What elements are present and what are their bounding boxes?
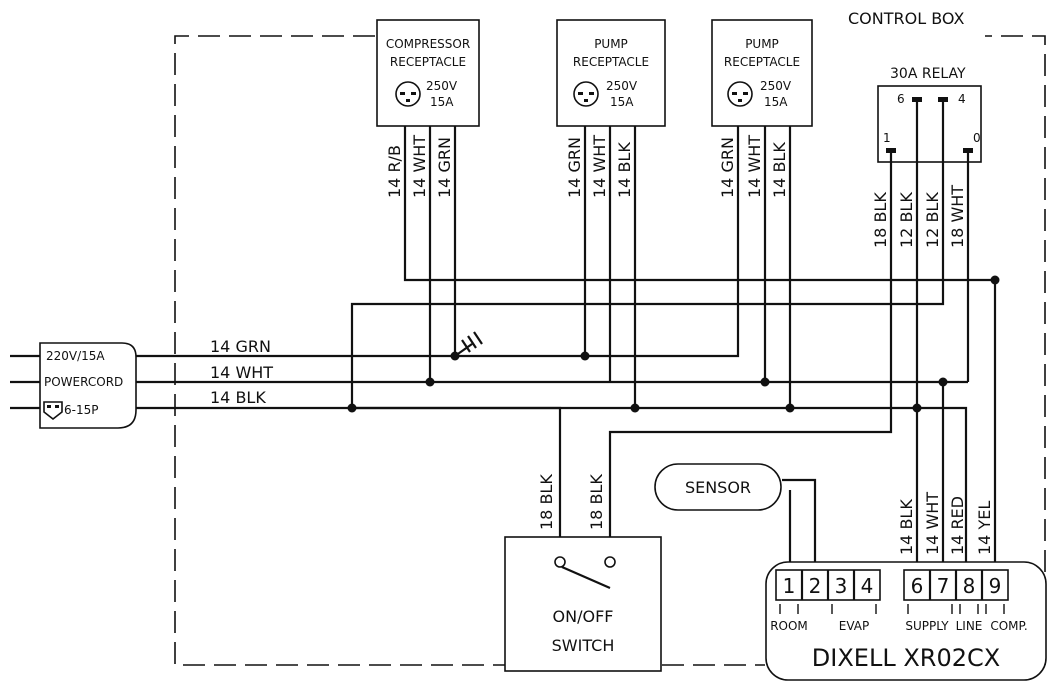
receptacle-label-line1: PUMP <box>594 37 628 51</box>
powercord-wire-grn: 14 GRN <box>210 337 271 356</box>
powercord-wire-blk: 14 BLK <box>210 388 266 407</box>
controller-terminal: 3 <box>835 574 848 598</box>
relay-contact-6 <box>912 97 922 102</box>
relay-terminal-1: 1 <box>883 131 891 145</box>
wire-label: 18 BLK <box>587 474 606 530</box>
controller-terminal-label: EVAP <box>839 619 869 633</box>
wire-label: 14 RED <box>948 496 967 555</box>
wire-label: 14 BLK <box>897 499 916 555</box>
control-box-outline <box>174 35 1046 666</box>
relay-contact-0 <box>963 148 973 153</box>
relay-terminal-6: 6 <box>897 92 905 106</box>
wire-label: 14 BLK <box>770 142 789 198</box>
outlet-icon <box>727 81 753 107</box>
wire-labels: 14 R/B 14 WHT 14 GRN 14 GRN 14 WHT 14 BL… <box>385 135 994 555</box>
wire-label: 14 GRN <box>565 137 584 198</box>
wire-label: 12 BLK <box>923 192 942 248</box>
controller-terminal: 2 <box>809 574 822 598</box>
wire-label: 14 WHT <box>923 492 942 555</box>
plug-icon <box>43 401 63 421</box>
controller-terminal: 6 <box>911 574 924 598</box>
controller-terminal: 9 <box>989 574 1002 598</box>
compressor-receptacle: COMPRESSOR RECEPTACLE 250V 15A <box>376 19 480 127</box>
controller-terminal-label: ROOM <box>770 619 808 633</box>
control-box-title: CONTROL BOX <box>848 9 964 28</box>
receptacle-amps: 15A <box>764 95 788 109</box>
controller-name: DIXELL XR02CX <box>812 644 1000 672</box>
switch-label-line1: ON/OFF <box>553 607 614 626</box>
pump-receptacle-2: PUMP RECEPTACLE 250V 15A <box>711 19 813 127</box>
receptacle-amps: 15A <box>610 95 634 109</box>
wire-label: 18 WHT <box>948 185 967 248</box>
powercord-name: POWERCORD <box>44 375 123 389</box>
junction-dots <box>347 275 1000 413</box>
receptacle-label-line2: RECEPTACLE <box>390 55 466 69</box>
controller-terminal-label: COMP. <box>990 619 1027 633</box>
relay-contact-1 <box>886 148 896 153</box>
relay-terminal-4: 4 <box>958 92 966 106</box>
switch-label-line2: SWITCH <box>552 636 615 655</box>
sensor: SENSOR <box>654 463 782 511</box>
controller-terminal-label: LINE <box>956 619 983 633</box>
powercord-wire-wht: 14 WHT <box>210 363 273 382</box>
receptacle-amps: 15A <box>430 95 454 109</box>
wire-label: 14 YEL <box>975 501 994 555</box>
controller-terminal-label: SUPPLY <box>905 619 949 633</box>
controller-terminal: 1 <box>783 574 796 598</box>
controller-terminal: 8 <box>963 574 976 598</box>
outlet-icon <box>395 81 421 107</box>
relay-title: 30A RELAY <box>890 66 966 82</box>
dixell-controller: 1 2 3 4 6 7 8 9 ROOM EVAP SUPPLY LINE CO… <box>765 561 1047 681</box>
wire-label: 14 R/B <box>385 145 404 198</box>
wire-label: 14 WHT <box>590 135 609 198</box>
wire-label: 18 BLK <box>871 192 890 248</box>
receptacle-label-line2: RECEPTACLE <box>724 55 800 69</box>
wire-label: 18 BLK <box>537 474 556 530</box>
receptacle-label-line1: COMPRESSOR <box>386 37 470 51</box>
outlet-icon <box>573 81 599 107</box>
wire-label: 14 GRN <box>435 137 454 198</box>
wire-label: 14 BLK <box>615 142 634 198</box>
receptacle-label-line2: RECEPTACLE <box>573 55 649 69</box>
wire-label: 14 WHT <box>745 135 764 198</box>
relay-terminal-0: 0 <box>973 131 981 145</box>
receptacle-voltage: 250V <box>760 79 792 93</box>
receptacle-voltage: 250V <box>426 79 458 93</box>
receptacle-label-line1: PUMP <box>745 37 779 51</box>
on-off-switch: ON/OFF SWITCH <box>504 536 662 672</box>
controller-terminal: 7 <box>937 574 950 598</box>
pump-receptacle-1: PUMP RECEPTACLE 250V 15A <box>556 19 666 127</box>
powercord: 220V/15A POWERCORD 6-15P 14 GRN 14 WHT 1… <box>39 337 273 429</box>
sensor-label: SENSOR <box>685 478 751 497</box>
powercord-rating: 220V/15A <box>46 349 105 363</box>
wires <box>10 102 997 570</box>
receptacle-voltage: 250V <box>606 79 638 93</box>
relay-30a: 30A RELAY 6 4 1 0 <box>877 66 982 163</box>
relay-contact-4 <box>938 97 948 102</box>
wire-label: 14 WHT <box>410 135 429 198</box>
powercord-plug: 6-15P <box>64 403 98 417</box>
controller-terminal: 4 <box>861 574 874 598</box>
wire-label: 14 GRN <box>718 137 737 198</box>
wire-label: 12 BLK <box>897 192 916 248</box>
